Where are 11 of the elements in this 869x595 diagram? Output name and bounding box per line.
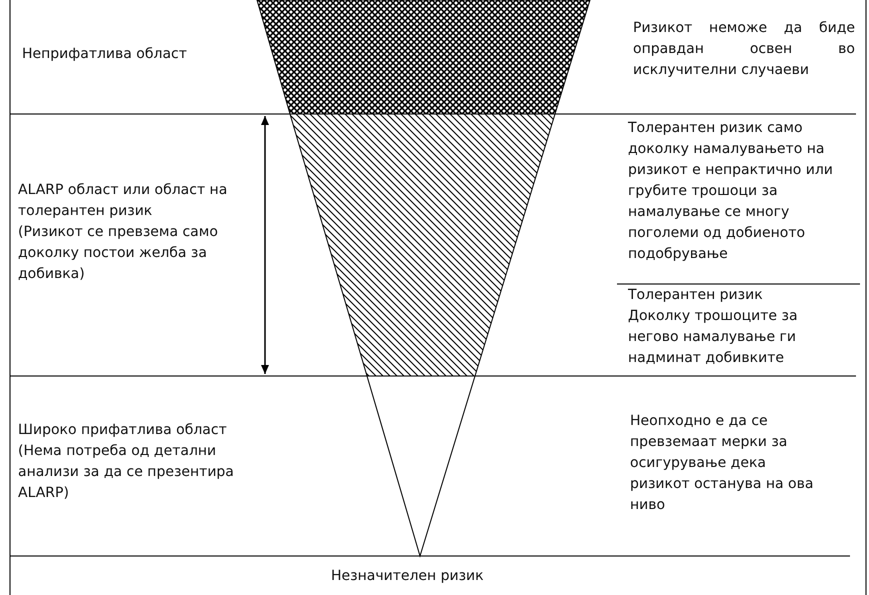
- note-text: Толерантен ризик само доколку намалувањето на ризикот е непрактично или грубите трошоци за намалување се многу поголеми од добиеното подобрување: [628, 119, 834, 264]
- region-label: ALARP област или област на толерантен ризик: [18, 181, 228, 221]
- note-text: (Ризикот се превзема само доколку постои желба за добивка): [18, 223, 219, 284]
- note-text: Толерантен ризик: [628, 286, 763, 305]
- region-label: Неприфатлива област: [22, 45, 187, 64]
- baseline-label: Незначителен ризик: [331, 567, 484, 586]
- note-text: Неопходно е да се превземаат мерки за осигурување дека ризикот останува на ова ниво: [630, 412, 814, 515]
- note-text: Доколку трошоците за негово намалување ги надминат добивките: [628, 307, 799, 368]
- note-text: (Нема потреба од детални анализи за да се презентира ALARP): [18, 442, 235, 503]
- region-label: Широко прифатлива област: [18, 421, 227, 440]
- note-text: Ризикот неможе да биде оправдан освен во исклучителни случаеви: [633, 19, 855, 80]
